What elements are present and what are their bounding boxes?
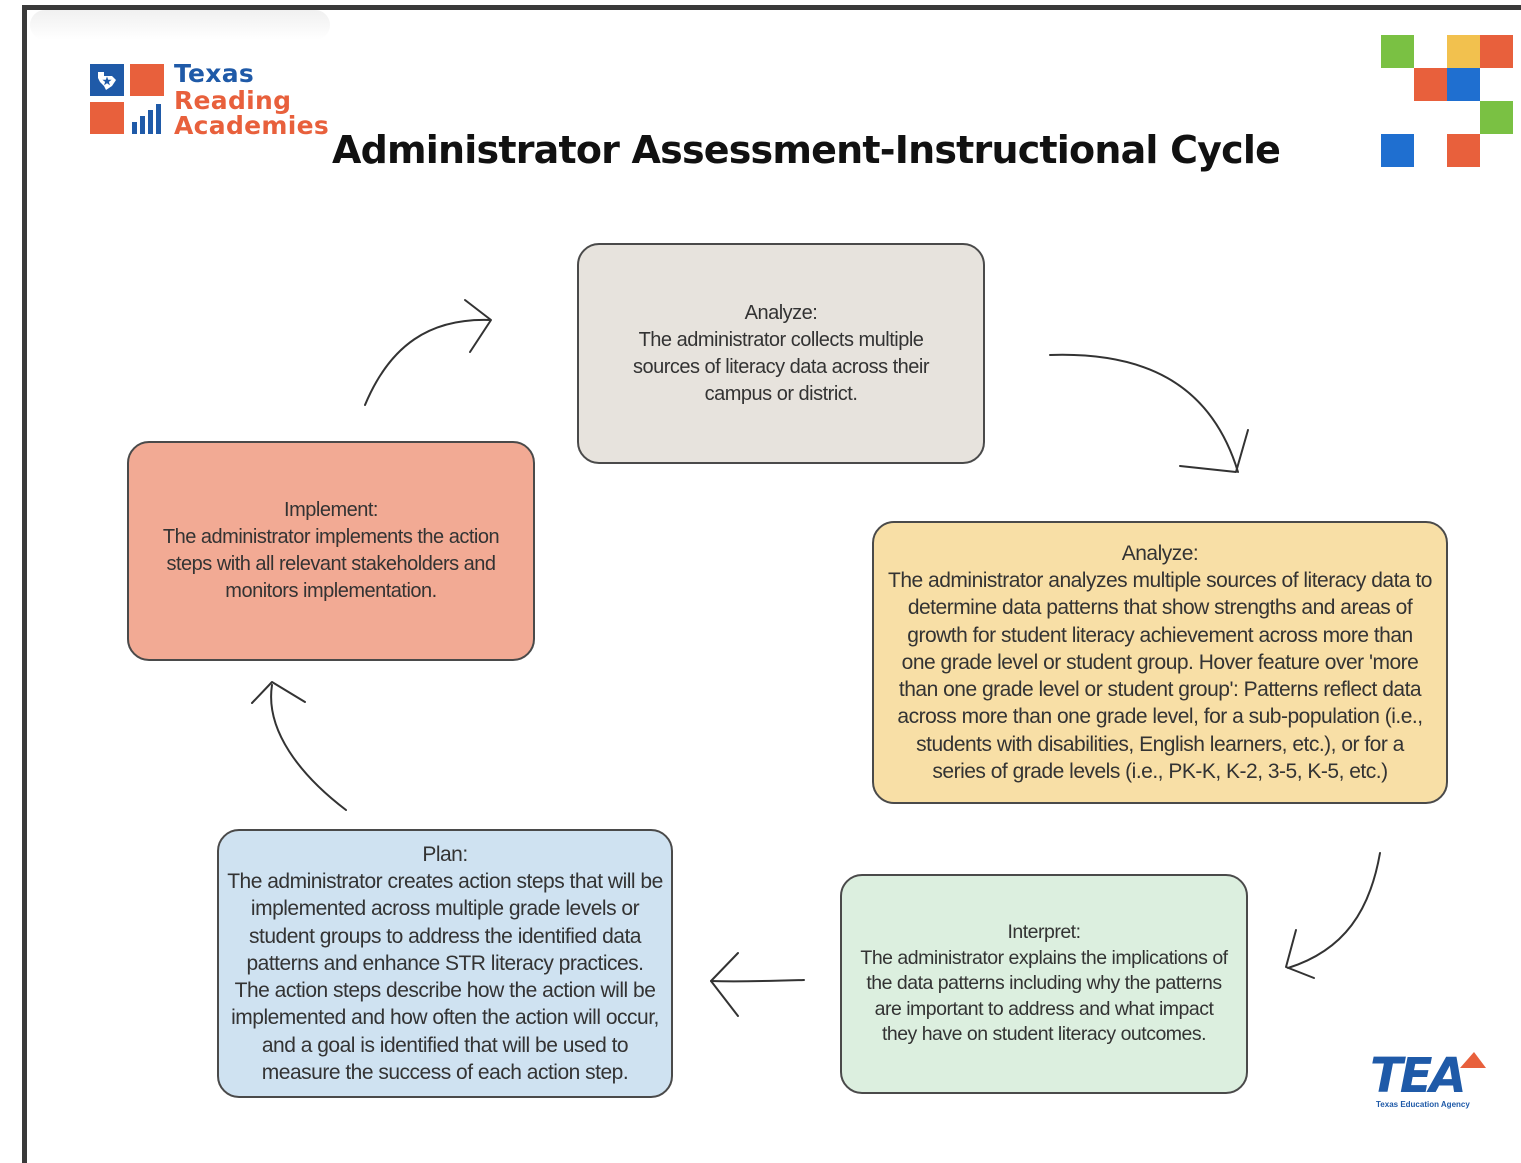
arrow-interpret-to-plan [710,952,805,1017]
bar-chart-icon [132,104,161,134]
texas-star-icon [98,72,116,90]
arrow-analyze-to-analyze [1049,353,1249,473]
implement-heading: Implement: [284,499,378,521]
analyze-collect-heading: Analyze: [744,301,818,324]
plan-heading: Plan: [422,843,468,867]
plan-text: The administrator creates action steps t… [227,870,663,1084]
tea-logo-subtitle: Texas Education Agency [1376,1100,1470,1109]
logo-word-texas: Texas [174,59,255,88]
texas-reading-academies-logo: Texas Reading Academies [90,60,350,140]
top-shadow [30,10,330,40]
tea-logo: TEA Texas Education Agency [1370,1050,1495,1115]
logo-texas-star-square [90,64,124,96]
implement-text: The administrator implements the action … [162,526,500,602]
frame-top-border [24,5,1521,10]
logo-word-reading: Reading [174,86,292,115]
logo-orange-square-bottom [90,102,124,134]
mosaic-square [1480,101,1513,134]
analyze-collect-box: Analyze: The administrator collects mult… [577,243,985,464]
arrow-plan-to-implement [251,681,347,811]
plan-box: Plan: The administrator creates action s… [217,829,673,1098]
mosaic-square [1447,68,1480,101]
tea-logo-mark: TEA [1370,1048,1467,1104]
logo-bars-square [130,102,164,134]
analyze-collect-text: The administrator collects multiple sour… [632,328,930,405]
mosaic-square [1480,35,1513,68]
mosaic-square [1381,35,1414,68]
interpret-text: The administrator explains the implicati… [860,946,1228,1046]
mosaic-square [1447,134,1480,167]
interpret-heading: Interpret: [1007,921,1081,944]
arrow-analyze-to-interpret [1285,852,1381,979]
analyze-patterns-text: The administrator analyzes multiple sour… [888,569,1432,783]
tea-logo-roof-icon [1460,1052,1486,1068]
mosaic-square [1447,35,1480,68]
analyze-patterns-heading: Analyze: [1121,542,1199,566]
logo-orange-square-top [130,64,164,96]
interpret-box: Interpret: The administrator explains th… [840,874,1248,1094]
frame-left-border [22,5,27,1163]
implement-box: Implement: The administrator implements … [127,441,535,661]
arrow-implement-to-analyze [364,299,492,406]
page-title: Administrator Assessment-Instructional C… [332,128,1281,172]
logo-word-academies: Academies [174,111,330,140]
analyze-patterns-box: Analyze: The administrator analyzes mult… [872,521,1448,804]
mosaic-square [1381,134,1414,167]
mosaic-square [1414,68,1447,101]
